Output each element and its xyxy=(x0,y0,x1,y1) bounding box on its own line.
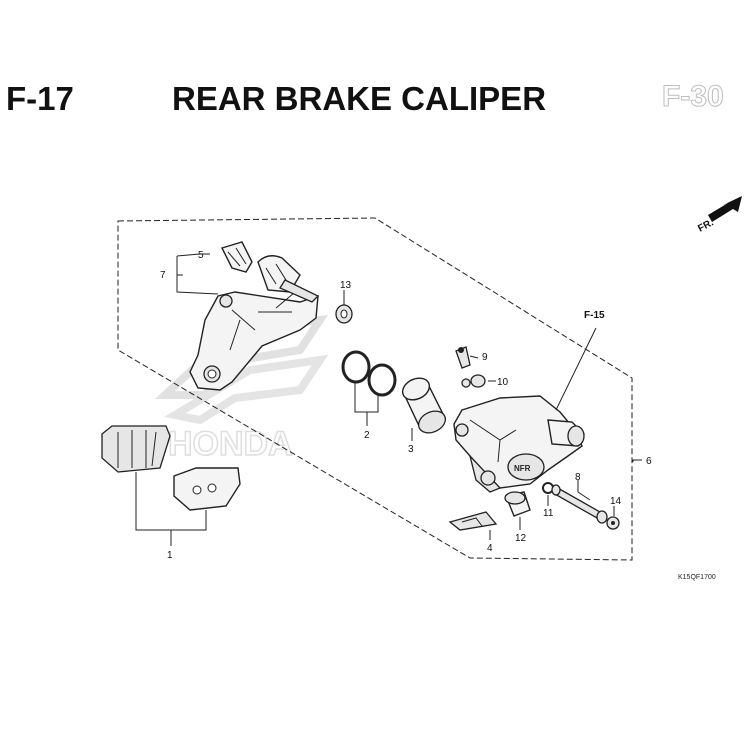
part-1-brake-pads xyxy=(101,425,241,511)
wing-watermark-lower xyxy=(164,354,329,425)
figure-code: F-17 xyxy=(6,80,74,117)
section-reference: F-15 xyxy=(584,310,605,321)
label-13: 13 xyxy=(340,280,352,291)
label-14: 14 xyxy=(610,496,622,507)
label-8: 8 xyxy=(575,472,581,483)
label-4: 4 xyxy=(487,543,493,554)
label-7: 7 xyxy=(160,270,166,281)
part-9-bleed-screw xyxy=(455,346,471,369)
drawing-code: K15QF1700 xyxy=(678,574,716,581)
label-1: 1 xyxy=(167,550,173,561)
label-6: 6 xyxy=(646,456,652,467)
label-5: 5 xyxy=(198,250,204,261)
caliper-bracket xyxy=(189,279,320,391)
part-13-boot xyxy=(335,304,353,324)
label-10: 10 xyxy=(497,377,509,388)
part-10-cap xyxy=(461,374,486,388)
assembly-boundary xyxy=(117,217,633,561)
part-11-ring xyxy=(542,482,554,494)
arrow-icon xyxy=(708,196,742,222)
part-3-piston xyxy=(401,377,447,434)
front-direction-arrow: FR. xyxy=(696,196,742,235)
caliper-body: NFR xyxy=(453,395,585,493)
cross-reference: F-30 xyxy=(662,80,725,114)
part-2-seals xyxy=(341,350,397,397)
part-4-shim xyxy=(448,511,498,531)
part-5-pad-spring xyxy=(221,241,253,273)
label-9: 9 xyxy=(482,352,488,363)
page-title: REAR BRAKE CALIPER xyxy=(172,80,547,117)
label-3: 3 xyxy=(408,444,414,455)
leader-lines xyxy=(135,253,642,546)
part-8-pin-bolt xyxy=(551,484,608,524)
honda-watermark: HONDA xyxy=(154,315,329,464)
label-11: 11 xyxy=(543,508,554,519)
part-12-pin-boot xyxy=(504,491,531,517)
watermark-text: HONDA xyxy=(168,425,293,463)
label-12: 12 xyxy=(515,533,527,544)
caliper-marking: NFR xyxy=(514,464,531,473)
label-2: 2 xyxy=(364,430,370,441)
part-14-bolt xyxy=(606,516,620,530)
